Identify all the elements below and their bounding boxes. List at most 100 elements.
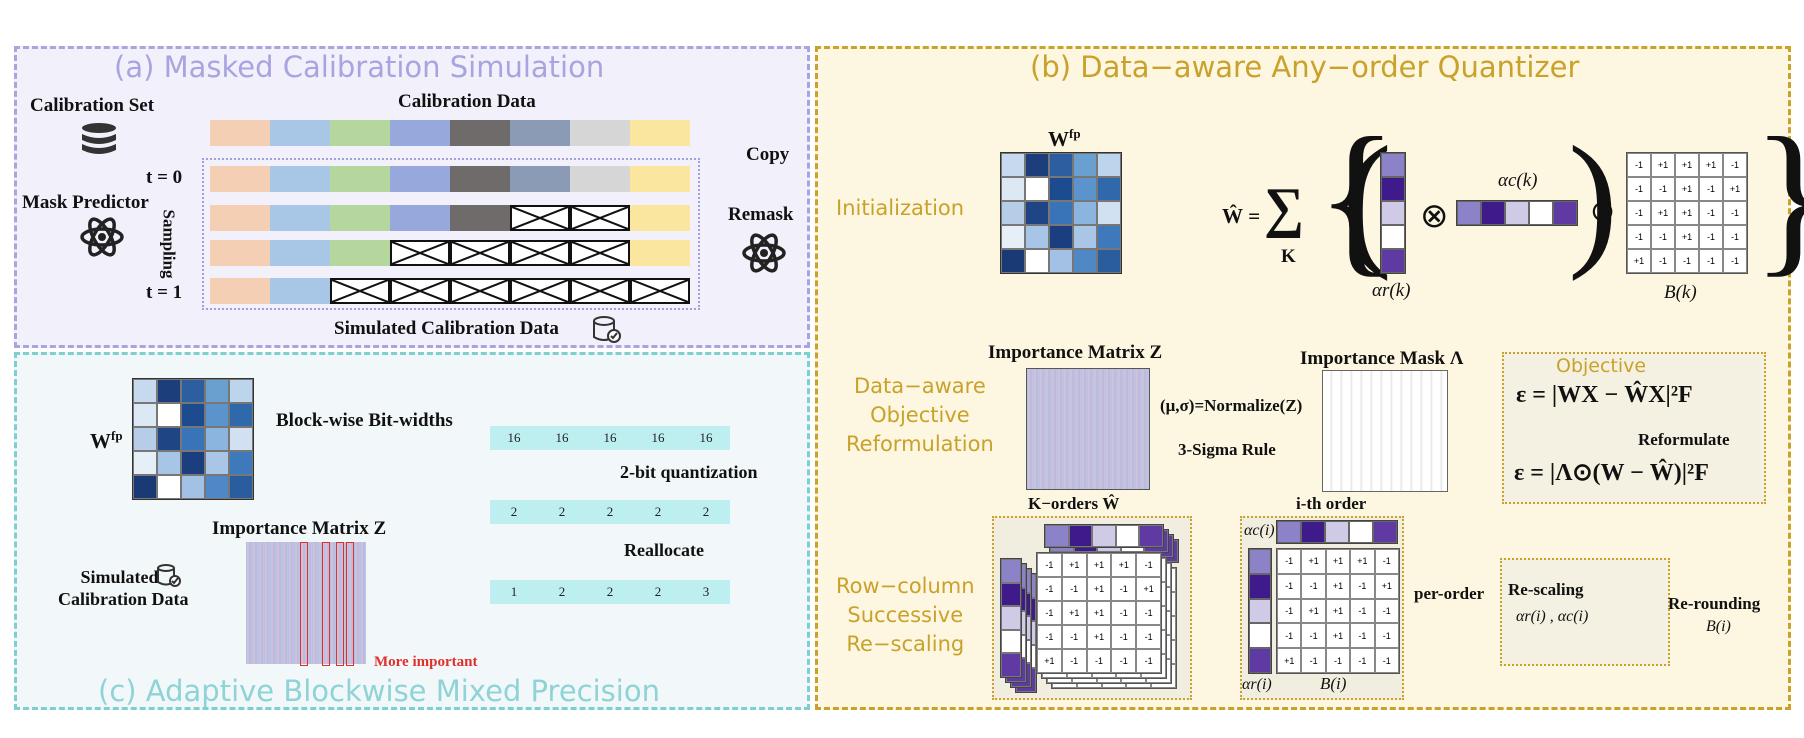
- alpha-c-i-label: αc(i): [1244, 522, 1275, 539]
- rerounding-label: Re-rounding: [1668, 594, 1761, 613]
- mask-predictor-label: Mask Predictor: [22, 192, 149, 213]
- token-block: [450, 166, 510, 192]
- scale-cell: [1249, 549, 1271, 574]
- alpha-c-k-label: αc(k): [1498, 170, 1538, 191]
- token-block: [210, 278, 270, 304]
- weight-cell: [1097, 225, 1121, 249]
- binary-cell: -1: [1699, 249, 1723, 273]
- atom-icon: [79, 214, 125, 260]
- importance-matrix-label-b: Importance Matrix Z: [988, 342, 1163, 363]
- binary-cell: -1: [1699, 225, 1723, 249]
- binary-cell: -1: [1086, 649, 1112, 673]
- weight-cell: [1001, 201, 1025, 225]
- weight-matrix-c: [132, 378, 254, 500]
- binary-cell: -1: [1111, 601, 1137, 625]
- token-block: [210, 120, 270, 146]
- binary-cell: -1: [1111, 625, 1137, 649]
- scale-cell: [1249, 648, 1271, 673]
- bit-width-value: 2: [510, 504, 518, 519]
- token-block: [210, 166, 270, 192]
- binary-cell: +1: [1301, 549, 1326, 574]
- scale-cell: [1481, 201, 1505, 225]
- bit-width-value: 2: [558, 584, 566, 599]
- importance-matrix-b: [1026, 368, 1150, 490]
- panel-a-title: (a) Masked Calibration Simulation: [114, 50, 605, 84]
- weight-cell: [1049, 225, 1073, 249]
- binary-cell: -1: [1350, 648, 1375, 673]
- important-column: [300, 542, 308, 666]
- calibration-set-label: Calibration Set: [30, 95, 155, 116]
- panel-b-title: (b) Data−aware Any−order Quantizer: [1030, 50, 1580, 84]
- binary-cell: -1: [1651, 249, 1675, 273]
- binary-cell: +1: [1325, 573, 1351, 599]
- scale-cell: [1249, 573, 1271, 599]
- weight-cell: [1001, 177, 1025, 201]
- binary-cell: -1: [1723, 225, 1747, 249]
- weight-cell: [1097, 249, 1121, 273]
- objective-title: Objective: [1556, 355, 1647, 377]
- scale-cell: [1373, 521, 1397, 543]
- sim-row-t1: [210, 278, 690, 304]
- scale-cell: [1505, 201, 1529, 225]
- binary-cell: -1: [1627, 153, 1651, 177]
- binary-cell: +1: [1675, 201, 1699, 225]
- weight-cell: [205, 475, 229, 499]
- scale-cell: [1529, 201, 1553, 225]
- weight-cell: [1073, 225, 1097, 249]
- binary-cell: +1: [1374, 573, 1399, 599]
- binary-cell: +1: [1627, 249, 1651, 273]
- atom-icon-remask: [741, 230, 787, 276]
- token-block: [630, 205, 690, 231]
- weight-cell: [1049, 177, 1073, 201]
- masked-token: [510, 205, 570, 231]
- bit-width-value: 1: [510, 584, 518, 599]
- per-order-label: per-order: [1414, 584, 1485, 603]
- token-block: [330, 120, 390, 146]
- binary-cell: -1: [1061, 577, 1087, 601]
- weight-cell: [133, 379, 157, 403]
- weight-cell: [1097, 177, 1121, 201]
- w-hat-equals: Ŵ =: [1222, 204, 1261, 228]
- token-block: [210, 240, 270, 266]
- weight-cell: [133, 427, 157, 451]
- weight-cell: [181, 475, 205, 499]
- i-th-order-label: i-th order: [1296, 494, 1367, 513]
- binary-cell: -1: [1037, 625, 1062, 649]
- scale-cell: [1381, 153, 1405, 177]
- objective-eq1: ε = |WX − ŴX|²F: [1516, 382, 1693, 408]
- binary-cell: -1: [1651, 225, 1675, 249]
- binary-cell: -1: [1374, 549, 1399, 574]
- token-block: [270, 240, 330, 266]
- token-block: [450, 205, 510, 231]
- binary-cell: +1: [1277, 648, 1302, 673]
- objective-eq2: ε = |Λ⊙(W − Ŵ)|²F: [1514, 460, 1709, 486]
- weight-cell: [157, 427, 181, 451]
- weight-cell: [1073, 177, 1097, 201]
- binary-cell: +1: [1111, 553, 1137, 577]
- binary-cell: -1: [1723, 153, 1747, 177]
- bit-width-value: 3: [702, 584, 710, 599]
- binary-cell: -1: [1111, 649, 1137, 673]
- database-icon: [80, 122, 118, 160]
- binary-cell: -1: [1136, 649, 1161, 673]
- importance-mask-label: Importance Mask Λ: [1300, 348, 1464, 369]
- b-k-grid: -1+1+1+1-1-1-1+1-1+1-1+1+1-1-1-1-1+1-1-1…: [1626, 152, 1748, 274]
- token-block: [570, 166, 630, 192]
- sampling-label: Sampling: [159, 209, 179, 279]
- binary-cell: -1: [1301, 648, 1326, 673]
- alpha-c-i-vector: [1276, 520, 1398, 544]
- weight-cell: [181, 451, 205, 475]
- binary-cell: -1: [1723, 249, 1747, 273]
- rescaling-sub: αr(i) , αc(i): [1516, 608, 1589, 625]
- masked-token: [450, 240, 510, 266]
- binary-cell: +1: [1136, 577, 1161, 601]
- binary-cell: -1: [1301, 573, 1326, 599]
- scale-cell: [1277, 521, 1301, 543]
- weight-cell: [229, 403, 253, 427]
- rescaling-box: [1500, 558, 1670, 666]
- token-block: [270, 120, 330, 146]
- k-order-stack: -1+1+1+1-1-1-1+1-1+1-1+1+1-1-1-1-1+1-1-1…: [996, 520, 1186, 696]
